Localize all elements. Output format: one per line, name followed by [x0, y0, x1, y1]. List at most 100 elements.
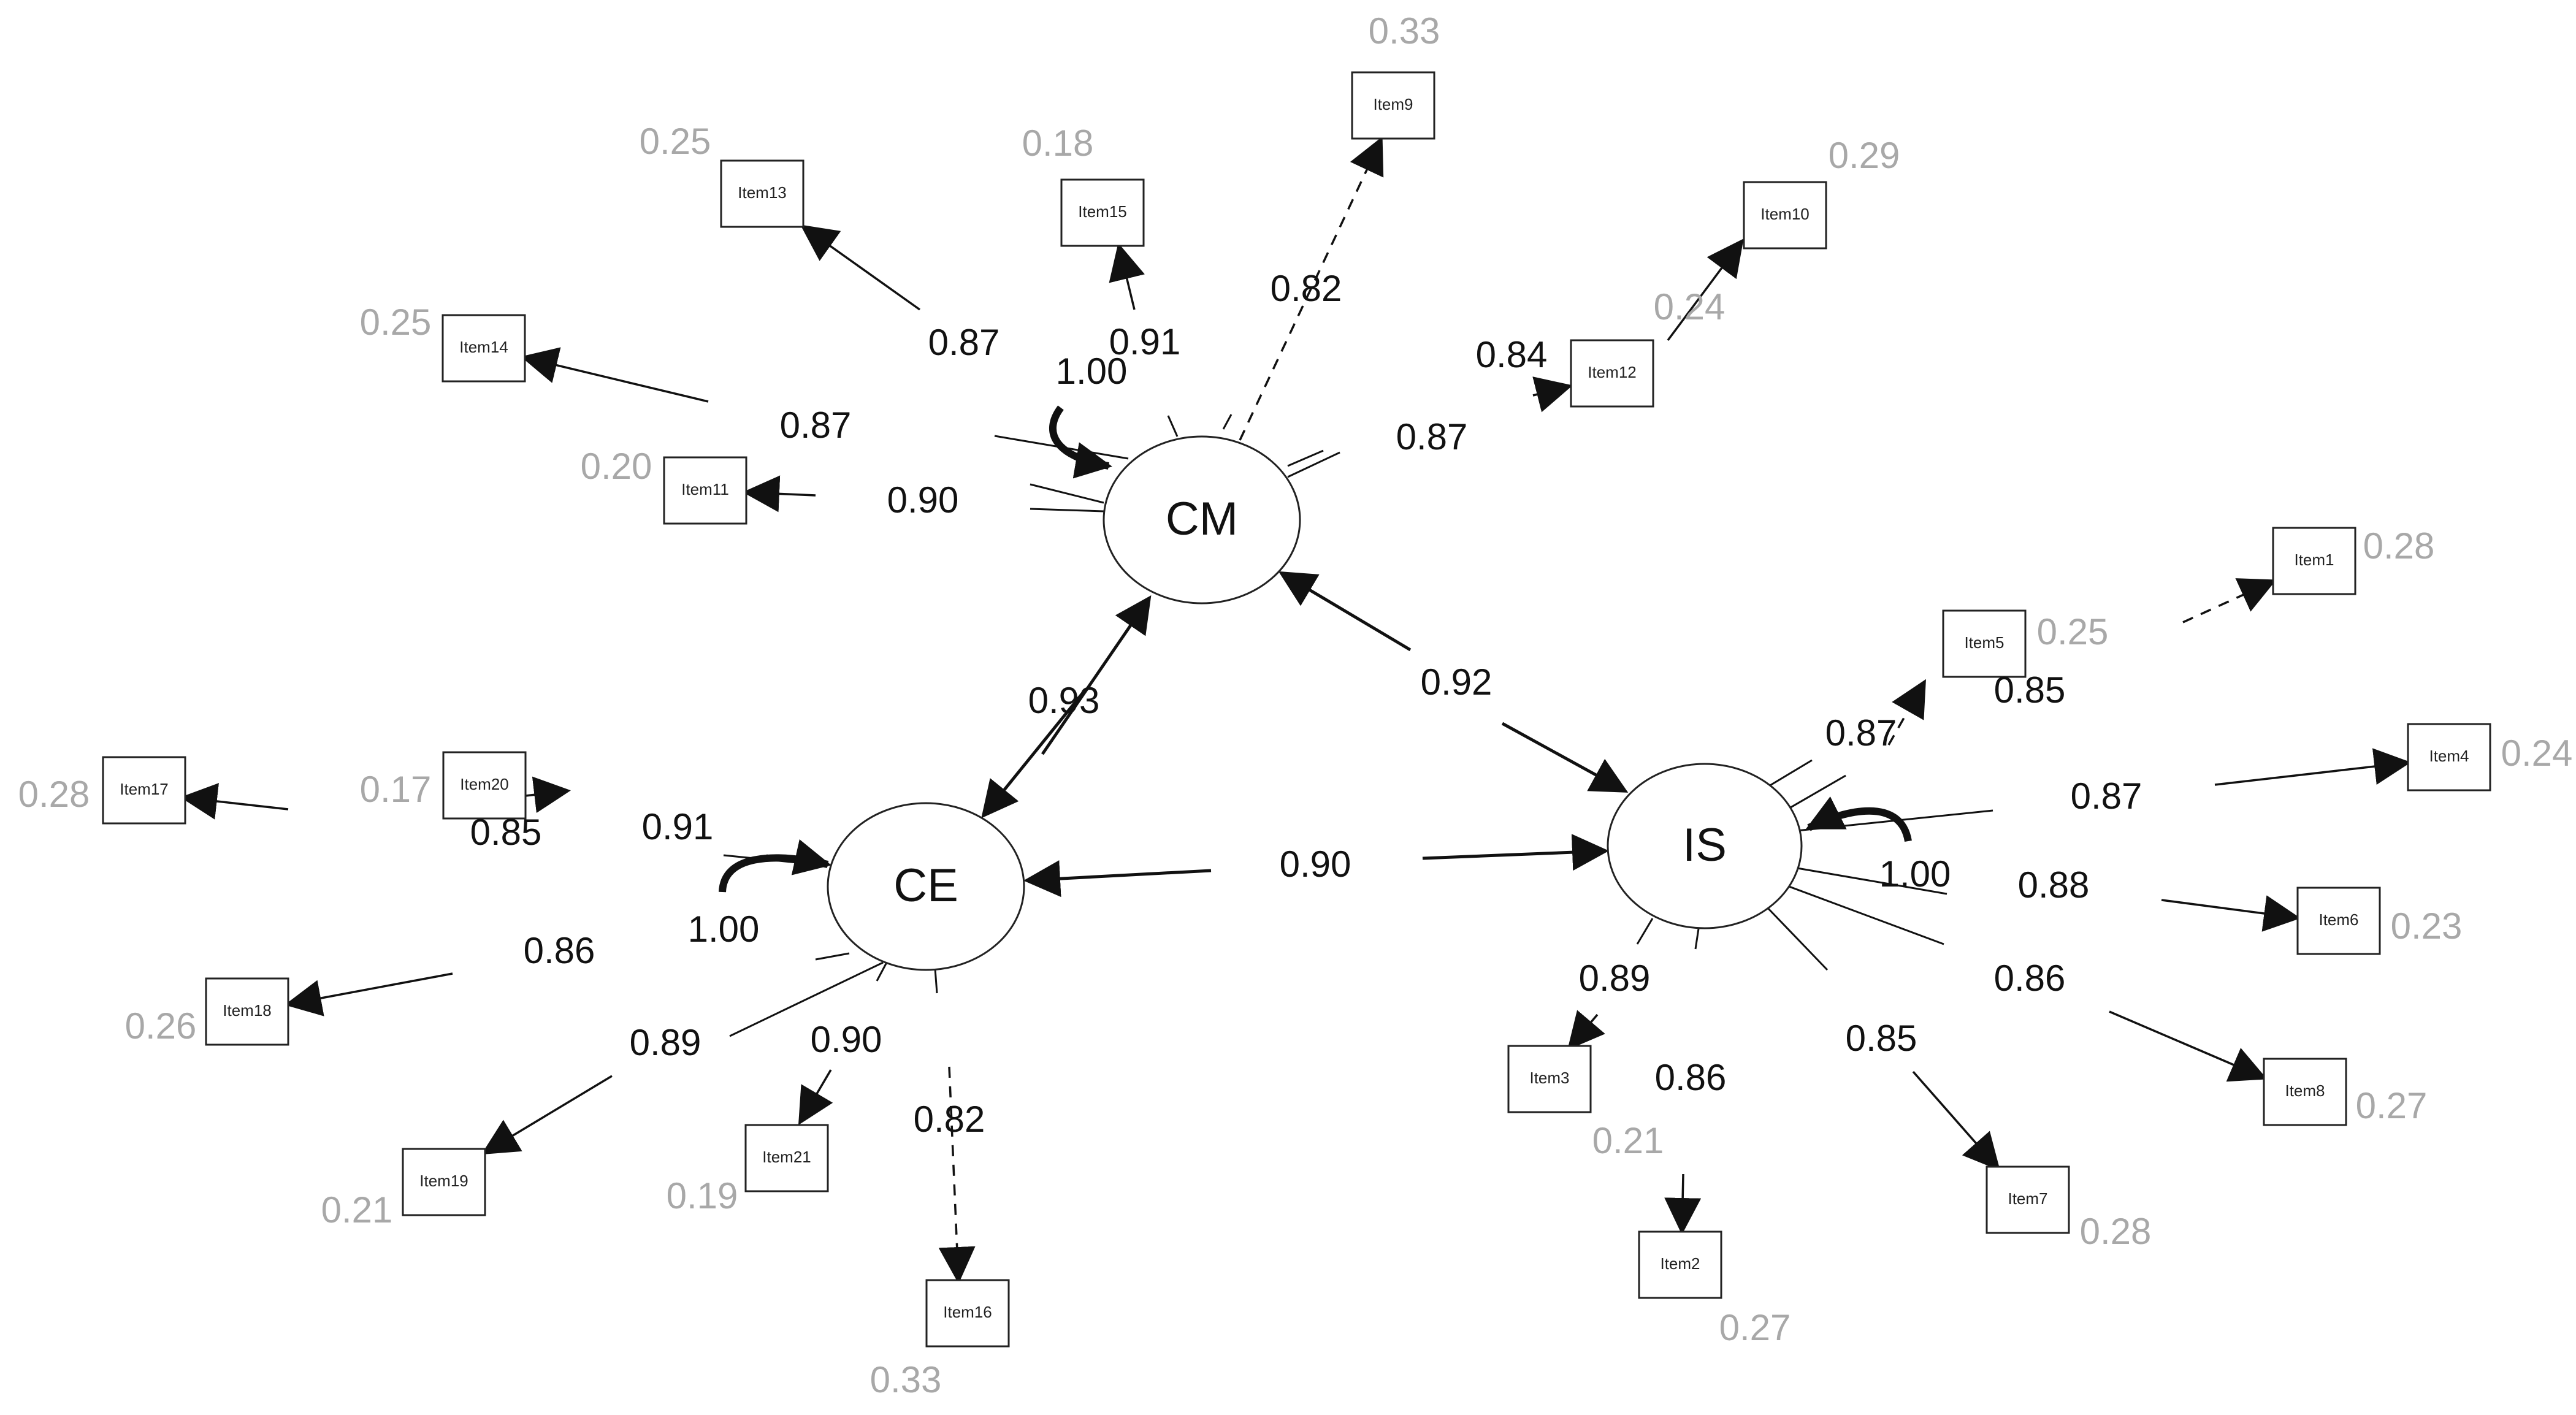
loading-label-item9: 0.82	[1271, 268, 1342, 309]
item-box-item9	[1351, 71, 1435, 140]
loading-arrow-item8	[2109, 1010, 2268, 1082]
item-box-item7	[1986, 1165, 2070, 1234]
item-box-item3	[1507, 1045, 1592, 1113]
loading-label-item3: 0.89	[1579, 958, 1651, 999]
loading-label-item1: 0.85	[1994, 669, 2066, 711]
item-box-item4	[2407, 723, 2491, 791]
item-label-item8: Item8	[2285, 1081, 2325, 1100]
loading-arrow-item18	[285, 972, 453, 1016]
variance-loop-is	[1805, 796, 1912, 842]
loading-label-item20: 0.85	[470, 812, 542, 853]
item-box-item19	[402, 1148, 486, 1216]
item-label-item5: Item5	[1964, 633, 2004, 652]
item-label-item11: Item11	[681, 480, 729, 498]
loading-label-item18: 0.86	[524, 930, 595, 971]
item-label-item2: Item2	[1660, 1254, 1700, 1273]
loading-label-item16: 0.82	[914, 1099, 985, 1140]
residual-label-item11: 0.20	[581, 446, 652, 487]
loading-arrow-item19	[481, 1075, 613, 1155]
correlation-label-ce-is: 0.90	[1280, 844, 1351, 885]
item-box-item16	[925, 1279, 1010, 1348]
item-label-item17: Item17	[120, 780, 169, 798]
variance-label-ce: 1.00	[688, 909, 760, 950]
variance-loop-cm	[1049, 405, 1112, 479]
residual-label-item3: 0.21	[1592, 1120, 1664, 1161]
item-box-item12	[1570, 339, 1654, 408]
loading-stub-item14	[1030, 483, 1104, 504]
loading-stub-item7	[1765, 905, 1829, 971]
item-box-item10	[1743, 181, 1827, 250]
correlation-arrow-cm-ce-b	[981, 688, 1087, 818]
loading-arrow-item12	[1532, 376, 1573, 413]
loading-stub-item21	[876, 961, 889, 982]
loading-stub-item19	[729, 961, 884, 1037]
item-box-item17	[102, 756, 186, 825]
residual-label-item14: 0.25	[360, 302, 432, 343]
item-box-item13	[720, 159, 805, 228]
item-label-item13: Item13	[738, 183, 787, 202]
latent-label-is: IS	[1683, 819, 1727, 871]
loading-label-item15: 0.91	[1109, 321, 1181, 362]
loading-stub-item3	[1636, 918, 1654, 945]
loading-arrow-item11	[743, 475, 816, 513]
item-box-item18	[205, 977, 289, 1046]
loading-label-item14: 0.87	[780, 405, 852, 446]
loading-label-item21: 0.90	[811, 1019, 882, 1060]
loading-arrow-item10	[1667, 238, 1744, 341]
loading-arrow-item6	[2161, 895, 2301, 932]
latent-ce	[827, 802, 1025, 971]
residual-label-item8: 0.27	[2356, 1085, 2428, 1126]
loading-stub-item10	[1287, 449, 1324, 467]
item-box-item21	[744, 1124, 829, 1192]
item-box-item14	[441, 314, 526, 383]
item-box-item1	[2272, 527, 2356, 595]
loading-label-item17: 0.91	[642, 806, 714, 847]
loading-label-item8: 0.86	[1994, 958, 2066, 999]
item-box-item2	[1638, 1230, 1722, 1299]
residual-label-item16: 0.33	[870, 1359, 942, 1400]
loading-stub-item5	[1787, 774, 1846, 810]
item-box-item11	[663, 456, 747, 525]
correlation-label-cm-is: 0.92	[1421, 662, 1492, 703]
correlation-arrow-cm-ce-a	[1041, 595, 1152, 755]
loading-label-item5: 0.87	[1825, 712, 1897, 753]
item-box-item6	[2296, 887, 2381, 955]
item-label-item20: Item20	[460, 775, 509, 793]
item-label-item18: Item18	[223, 1001, 272, 1020]
item-label-item1: Item1	[2294, 551, 2334, 569]
correlation-label-cm-ce: 0.93	[1028, 680, 1100, 721]
correlation-arrow-ce-is-a	[1023, 860, 1212, 898]
item-box-item8	[2263, 1058, 2347, 1126]
loading-arrow-item1	[2182, 578, 2277, 624]
item-label-item19: Item19	[419, 1172, 468, 1190]
correlation-arrow-cm-is-a	[1278, 571, 1412, 652]
loading-arrow-item21	[798, 1069, 833, 1126]
loading-label-item13: 0.87	[928, 322, 1000, 363]
residual-label-item2: 0.27	[1719, 1307, 1791, 1348]
residual-label-item21: 0.19	[667, 1175, 738, 1216]
labels-layer: 0.820.840.900.870.870.870.910.820.910.86…	[18, 10, 2573, 1400]
loading-label-item4: 0.87	[2071, 776, 2142, 817]
loading-stub-item16	[934, 968, 938, 994]
loading-stub-item1	[1765, 759, 1813, 789]
item-box-item20	[442, 751, 527, 820]
loading-stub-item8	[1787, 885, 1944, 945]
loading-stub-item2	[1694, 928, 1700, 950]
loading-arrow-item14	[521, 347, 709, 403]
nodes-layer: CMCEISItem1Item2Item3Item4Item5Item6Item…	[102, 71, 2491, 1348]
item-label-item15: Item15	[1078, 202, 1127, 221]
loading-arrow-item15	[1109, 243, 1145, 310]
residual-label-item1: 0.28	[2363, 525, 2435, 566]
residual-label-item9: 0.33	[1369, 10, 1440, 51]
item-label-item6: Item6	[2318, 910, 2358, 929]
loading-arrow-item4	[2214, 748, 2411, 786]
loading-arrow-item17	[180, 783, 289, 820]
loading-label-item2: 0.86	[1655, 1057, 1727, 1098]
latent-is	[1607, 763, 1803, 929]
loading-stub-item11	[1030, 508, 1104, 513]
loading-label-item11: 0.90	[887, 479, 959, 521]
loading-stub-item15	[1167, 415, 1179, 437]
loading-stub-item9	[1222, 414, 1233, 430]
residual-label-item13: 0.25	[640, 121, 711, 162]
residual-label-item17: 0.28	[18, 774, 90, 815]
